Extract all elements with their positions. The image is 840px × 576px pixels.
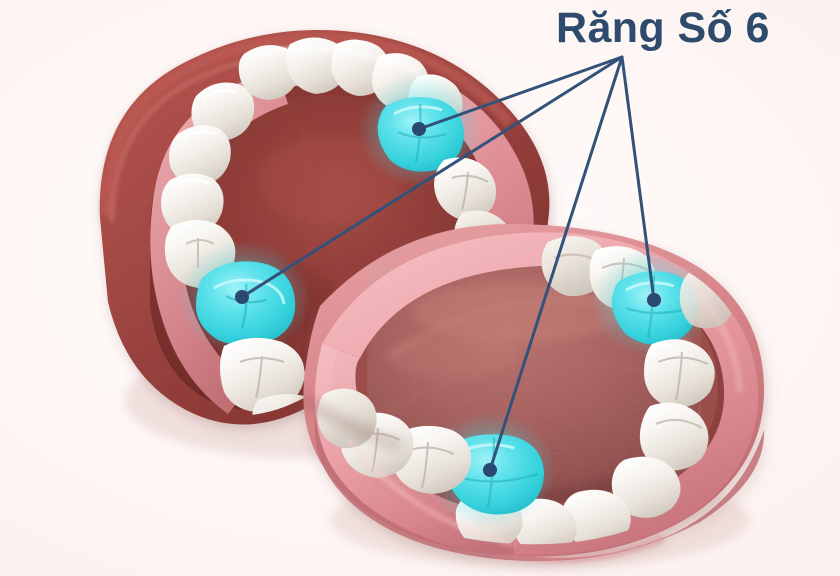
overlap-shadow (296, 392, 403, 453)
callout-dot-lower-right-first-molar (647, 293, 661, 307)
callout-dot-lower-left-first-molar (483, 463, 497, 477)
lower-jaw-gum-ridge-front (314, 344, 514, 555)
lower-tooth (611, 456, 681, 518)
callout-dot-upper-left-first-molar (235, 290, 249, 304)
upper-jaw-rim-highlight (100, 32, 515, 217)
leader-dots (235, 122, 661, 477)
callout-dot-upper-right-first-molar (412, 122, 426, 136)
leader-line-lower-right-first-molar (620, 55, 656, 302)
leader-line-lower-left-first-molar (488, 55, 624, 472)
upper-tooth (169, 125, 231, 186)
lower-tooth (644, 339, 715, 408)
leader-line-upper-right-first-molar (417, 55, 624, 131)
upper-tooth (434, 157, 497, 220)
upper-tooth (220, 337, 305, 413)
leader-line-upper-left-first-molar (240, 55, 624, 299)
callout-title-label: Răng Số 6 (556, 4, 770, 52)
leader-lines (240, 55, 656, 472)
lower-tooth (561, 489, 631, 545)
upper-tooth (161, 173, 224, 236)
lower-tooth (639, 402, 709, 471)
